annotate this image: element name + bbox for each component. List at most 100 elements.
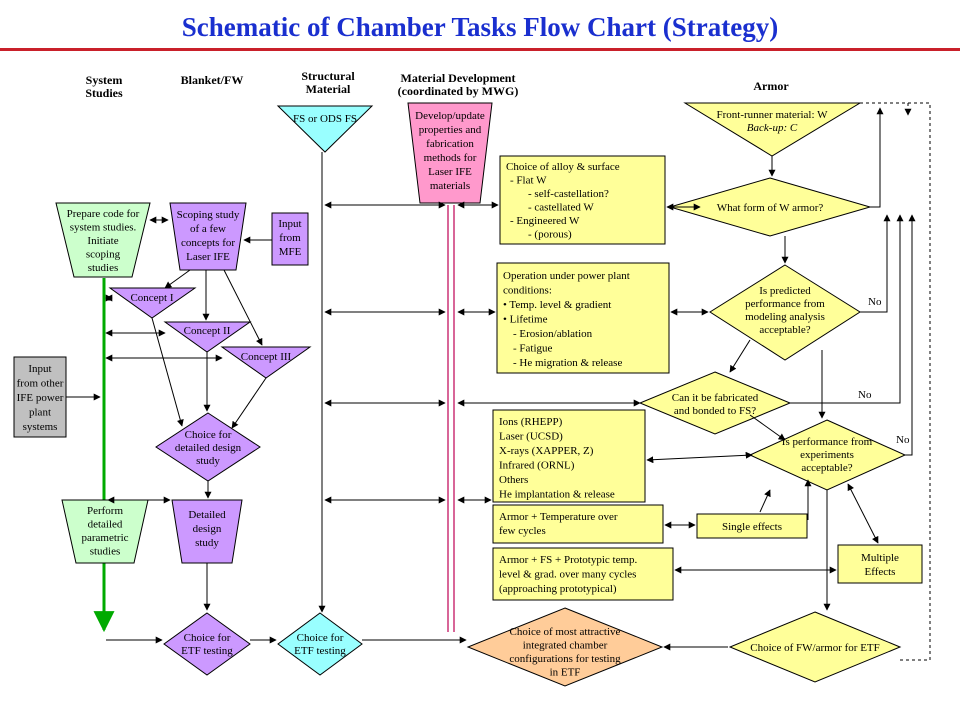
input-other-line-4: plant <box>29 407 51 419</box>
choice-etf-struct-line-2: ETF testing <box>294 645 346 657</box>
is-predicted-shape <box>709 264 861 361</box>
input-other-line-5: systems <box>23 421 58 433</box>
input-mfe-line-1: Input <box>278 218 301 230</box>
is-performance-line-3: acceptable? <box>801 462 852 474</box>
prepare-code-line-5: studies <box>88 262 119 274</box>
single-effects-box <box>696 513 808 539</box>
choice-fw-armor-text: Choice of FW/armor for ETF <box>750 642 880 654</box>
ions-text: Ions (RHEPP)Laser (UCSD)X-rays (XAPPER, … <box>499 416 615 501</box>
connectors <box>66 102 931 661</box>
input-mfe-box <box>271 212 309 266</box>
operation-line-3: • Temp. level & gradient <box>503 299 611 311</box>
header-structural-material-line-1: Structural <box>301 69 355 83</box>
title-underline <box>0 48 960 51</box>
develop-update-line-4: methods for <box>424 152 477 164</box>
prepare-code-shape <box>55 202 151 278</box>
front-runner-line-2: Back-up: C <box>747 122 798 134</box>
ions-line-1: Ions (RHEPP) <box>499 416 563 428</box>
concept2-line-1: Concept II <box>184 325 231 337</box>
multiple-effects-box <box>837 544 923 584</box>
operation-line-4: • Lifetime <box>503 314 548 326</box>
ions-box <box>492 409 646 503</box>
prepare-code-line-3: Initiate <box>87 235 118 247</box>
what-form-line-1: What form of W armor? <box>717 202 824 214</box>
ions-line-6: He implantation & release <box>499 489 615 501</box>
concept3-line-1: Concept III <box>241 351 292 363</box>
choice-detailed-line-3: study <box>196 455 220 467</box>
armor-fs-text: Armor + FS + Prototypic temp.level & gra… <box>499 554 638 595</box>
edge-label-no-2: No <box>858 389 872 401</box>
concept1-shape <box>108 287 197 319</box>
operation-line-2: conditions: <box>503 285 552 297</box>
header-blanket-fw: Blanket/FW <box>181 73 244 87</box>
ions-line-5: Others <box>499 474 528 486</box>
armor-temp-line-1: Armor + Temperature over <box>499 511 618 523</box>
choice-attractive-line-1: Choice of most attractive <box>510 626 621 638</box>
choice-attractive-line-4: in ETF <box>550 667 581 679</box>
ions-line-4: Infrared (ORNL) <box>499 460 575 472</box>
operation-box <box>496 262 670 374</box>
detailed-design-shape <box>171 499 243 564</box>
develop-update-line-5: Laser IFE <box>428 166 472 178</box>
scoping-study-line-2: of a few <box>190 223 226 235</box>
choice-attractive-shape <box>466 607 664 687</box>
develop-update-line-3: fabrication <box>426 138 474 150</box>
choice-detailed-line-2: detailed design <box>175 442 242 454</box>
what-form-shape <box>668 177 872 237</box>
is-predicted-line-4: acceptable? <box>759 324 810 336</box>
detailed-design-line-2: design <box>193 523 222 535</box>
input-mfe-line-3: MFE <box>279 246 302 258</box>
scoping-study-line-4: Laser IFE <box>186 251 230 263</box>
concept3-shape <box>220 346 312 379</box>
prepare-code-line-2: system studies. <box>70 222 137 234</box>
can-fabricated-line-2: and bonded to FS? <box>674 405 756 417</box>
header-armor-line-1: Armor <box>753 79 789 93</box>
choice-etf-struct-line-1: Choice for <box>297 632 344 644</box>
fs-ods-shape <box>276 105 374 153</box>
choice-alloy-line-5: - Engineered W <box>510 215 580 227</box>
choice-alloy-line-1: Choice of alloy & surface <box>506 161 620 173</box>
input-other-line-3: IFE power <box>17 392 64 404</box>
operation-line-5: - Erosion/ablation <box>513 328 593 340</box>
operation-line-1: Operation under power plant <box>503 270 630 282</box>
choice-detailed-line-1: Choice for <box>185 429 232 441</box>
front-runner-line-1: Front-runner material: W <box>717 109 829 121</box>
is-predicted-line-3: modeling analysis <box>745 311 825 323</box>
page-title: Schematic of Chamber Tasks Flow Chart (S… <box>181 12 779 42</box>
choice-alloy-box <box>499 155 666 245</box>
is-performance-line-1: Is performance from <box>782 436 873 448</box>
header-blanket-fw-line-1: Blanket/FW <box>181 73 244 87</box>
choice-etf-blanket-shape <box>163 612 251 676</box>
fs-ods-line-1: FS or ODS FS <box>293 113 357 125</box>
header-system-studies-line-1: System <box>86 73 123 87</box>
concept1-text: Concept I <box>130 292 173 304</box>
is-predicted-line-1: Is predicted <box>759 285 811 297</box>
operation-line-6: - Fatigue <box>513 343 553 355</box>
develop-update-line-6: materials <box>430 180 470 192</box>
develop-update-line-2: properties and <box>419 124 482 136</box>
scoping-study-line-1: Scoping study <box>177 209 240 221</box>
perform-detailed-line-4: studies <box>90 546 121 558</box>
choice-attractive-line-2: integrated chamber <box>523 640 608 652</box>
armor-temp-box <box>492 504 664 544</box>
choice-etf-blanket-line-2: ETF testing <box>181 645 233 657</box>
choice-fw-armor-shape <box>728 611 902 683</box>
choice-etf-struct-shape <box>277 612 363 676</box>
operation-text: Operation under power plant conditions: • … <box>503 270 630 369</box>
multiple-effects-line-2: Effects <box>865 566 896 578</box>
